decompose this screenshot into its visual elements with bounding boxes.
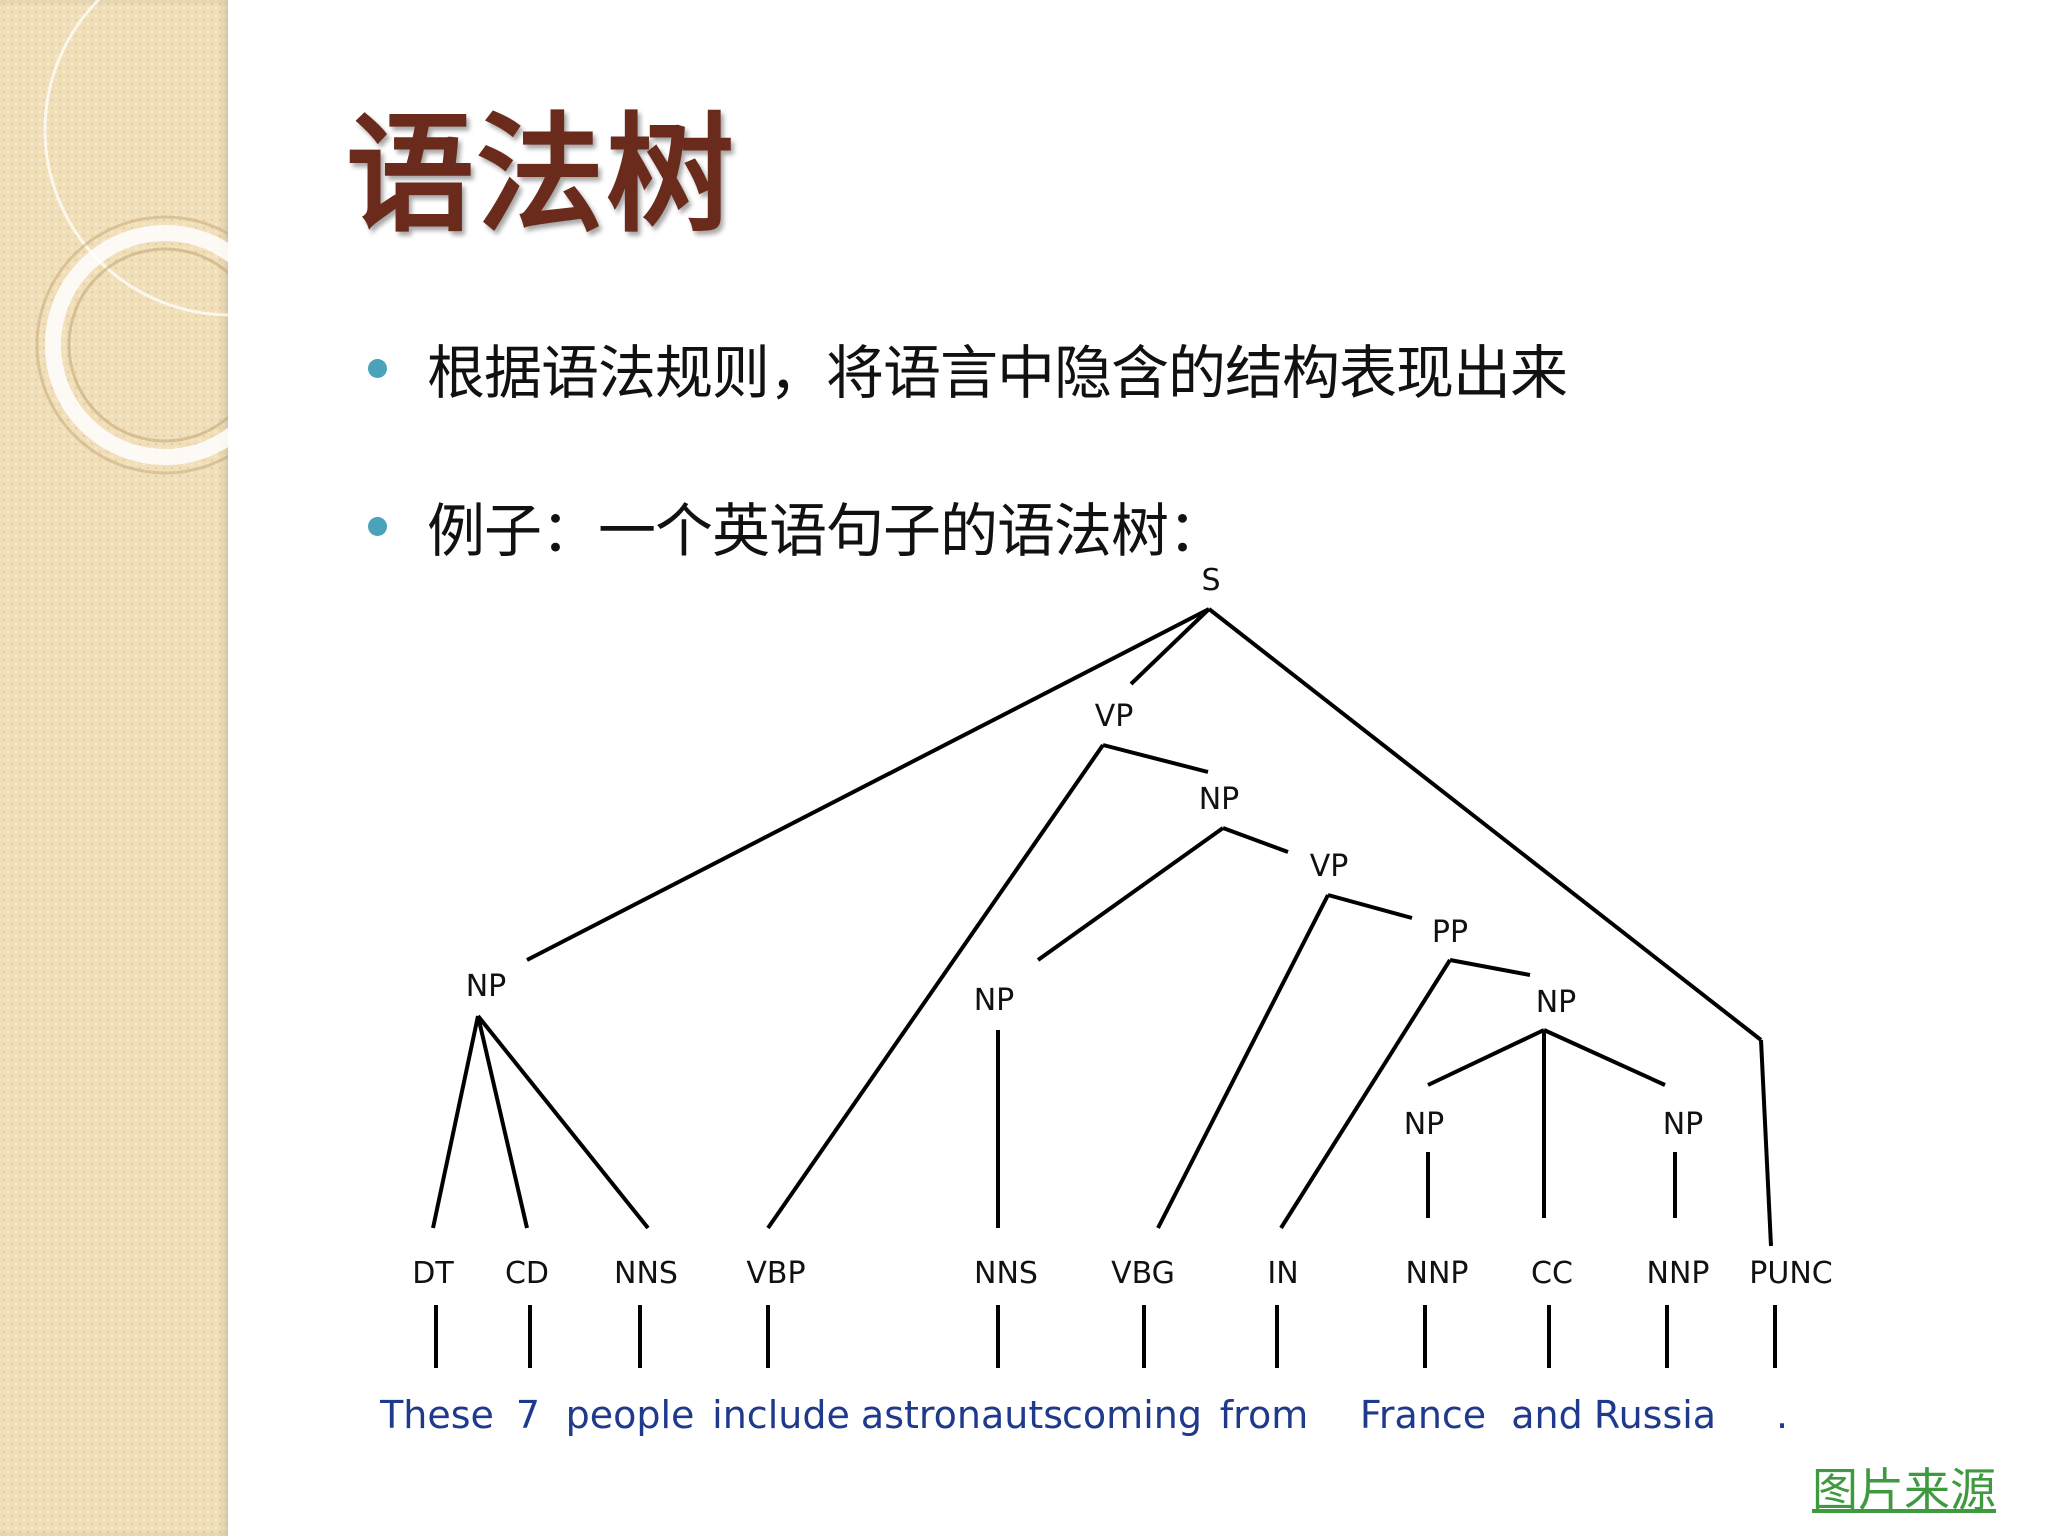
sentence-word: Russia (1594, 1393, 1716, 1437)
sentence-word: people (566, 1393, 695, 1437)
bullet-item-2: 例子：一个英语句子的语法树： (368, 484, 1226, 568)
bullet-text-1: 根据语法规则，将语言中隐含的结构表现出来 (427, 339, 1568, 407)
phrase-nodes: S VP NP VP PP NP NP NP NP NP (466, 563, 1704, 1142)
edge-s-punc-lower (1759, 1039, 1773, 1247)
bullet-dot-icon (368, 516, 387, 536)
decorative-side-band (0, 0, 228, 1536)
edge-np-np-france (1427, 1028, 1545, 1087)
sentence-word: coming (1062, 1393, 1202, 1437)
sentence-word: 7 (516, 1393, 540, 1437)
node-np-coordination: NP (1536, 985, 1577, 1020)
edge-vp-vbp (766, 743, 1105, 1230)
node-pp: PP (1432, 915, 1468, 950)
pos-tag: NNS (614, 1256, 678, 1291)
pos-tag: IN (1267, 1256, 1298, 1291)
tree-edges (431, 607, 1777, 1368)
edge-pp-in (1279, 958, 1452, 1230)
edge-s-punc (1207, 607, 1763, 1042)
node-vp-coming: VP (1310, 849, 1349, 884)
sentence-word: and (1511, 1393, 1583, 1437)
pos-tag: NNS (974, 1256, 1038, 1291)
pos-tag: CC (1531, 1256, 1573, 1291)
node-np-subject: NP (466, 969, 507, 1004)
edge-np-vp (1222, 826, 1289, 854)
pos-tag: VBG (1111, 1256, 1175, 1291)
pos-tag: VBP (746, 1256, 805, 1291)
node-np-france: NP (1404, 1107, 1445, 1142)
edge-np-dt (431, 1015, 480, 1229)
pos-tag: DT (412, 1256, 454, 1291)
sentence-word: astronauts (861, 1393, 1063, 1437)
node-np-astronauts: NP (974, 983, 1015, 1018)
image-source-link[interactable]: 图片来源 (1812, 1463, 1996, 1517)
sentence-word: . (1776, 1393, 1788, 1437)
bullet-text-2: 例子：一个英语句子的语法树： (427, 497, 1226, 565)
node-vp: VP (1095, 699, 1134, 734)
pos-tag: CD (505, 1256, 549, 1291)
edge-vp-vbg (1156, 894, 1330, 1229)
edge-vp-np (1102, 743, 1209, 774)
bullet-item-1: 根据语法规则，将语言中隐含的结构表现出来 (368, 326, 1568, 410)
node-np-russia: NP (1663, 1107, 1704, 1142)
edge-pp-np (1449, 958, 1531, 977)
edge-s-np-subject (526, 607, 1210, 962)
pos-tags: DT CD NNS VBP NNS VBG IN NNP CC NNP PUNC (412, 1256, 1832, 1291)
sentence-words: These 7 people include astronauts coming… (379, 1393, 1788, 1437)
sentence-word: include (712, 1393, 850, 1437)
sentence-word: These (379, 1393, 494, 1437)
bullet-dot-icon (368, 358, 387, 378)
sentence-word: France (1360, 1393, 1486, 1437)
node-np-object: NP (1199, 782, 1240, 817)
edge-vp-pp (1327, 893, 1413, 920)
pos-tag: NNP (1406, 1256, 1469, 1291)
edge-np-cd (476, 1015, 529, 1229)
edge-np-np-astro (1036, 826, 1225, 962)
decorative-rings (35, 0, 228, 475)
edge-np-nns (476, 1014, 650, 1230)
slide-title: 语法树 (346, 101, 737, 250)
node-s: S (1201, 563, 1220, 598)
edge-s-vp (1129, 607, 1211, 686)
sentence-word: from (1220, 1393, 1308, 1437)
edge-np-np-russia (1543, 1028, 1666, 1087)
pos-tag: NNP (1647, 1256, 1710, 1291)
pos-tag: PUNC (1749, 1256, 1832, 1291)
